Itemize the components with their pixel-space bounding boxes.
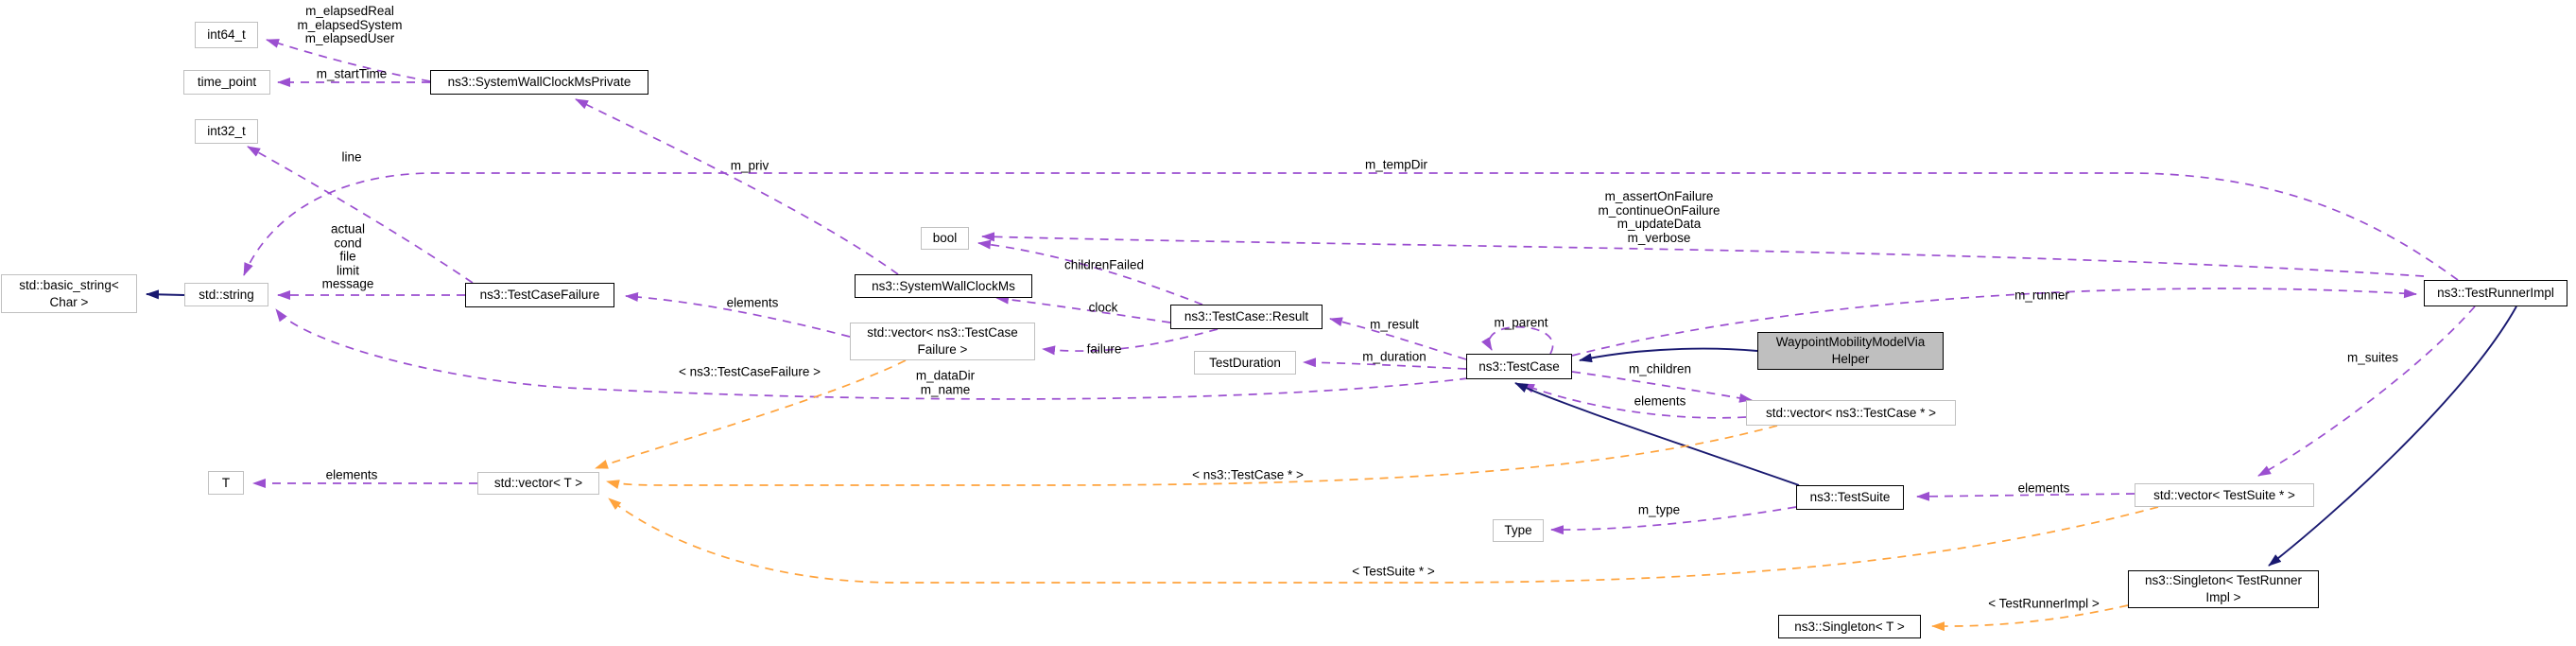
edge-label-m-runner: m_runner xyxy=(2014,288,2069,303)
edge-template-test-runner-impl xyxy=(1931,604,2129,632)
edge-label-elements-test-case-failure: elements xyxy=(726,295,779,310)
edge-template-test-case-failure xyxy=(595,359,907,469)
edge-children-failed xyxy=(977,239,1203,306)
edge-m-duration xyxy=(1303,358,1467,370)
node-test-case-failure[interactable]: ns3::TestCaseFailure xyxy=(465,283,614,307)
node-test-case[interactable]: ns3::TestCase xyxy=(1466,354,1572,379)
edge-label-m-data-dir-name: m_dataDir m_name xyxy=(915,368,976,396)
node-system-wall-clock-ms-private[interactable]: ns3::SystemWallClockMsPrivate xyxy=(430,70,648,95)
edge-label-m-parent: m_parent xyxy=(1494,315,1548,330)
edge-m-result xyxy=(1329,317,1467,360)
node-type: Type xyxy=(1493,519,1544,542)
edge-label-m-priv: m_priv xyxy=(730,158,769,173)
node-int32-t: int32_t xyxy=(195,119,258,144)
node-vector-t: std::vector< T > xyxy=(477,472,599,495)
node-vector-test-case-failure: std::vector< ns3::TestCase Failure > xyxy=(850,323,1035,360)
edge-elements-test-case-failure xyxy=(625,291,851,338)
node-test-runner-impl[interactable]: ns3::TestRunnerImpl xyxy=(2424,280,2567,306)
edge-label-m-elapsed: m_elapsedReal m_elapsedSystem m_elapsedU… xyxy=(297,4,403,46)
edge-m-priv xyxy=(575,98,899,275)
edge-label-template-test-case-ptr: < ns3::TestCase * > xyxy=(1192,467,1304,482)
edge-waypoint-inherits-test-case xyxy=(1579,347,1758,363)
edge-string-inherits-basic-string xyxy=(146,289,185,300)
edge-clock xyxy=(995,294,1171,323)
node-singleton-test-runner-impl[interactable]: ns3::Singleton< TestRunner Impl > xyxy=(2128,570,2319,608)
edge-line xyxy=(247,146,474,284)
edge-test-runner-impl-inherits-singleton xyxy=(2268,306,2517,567)
edge-label-failure-strings: actual cond file limit message xyxy=(321,221,374,291)
edge-m-temp-dir xyxy=(243,172,2459,281)
edge-label-m-result: m_result xyxy=(1370,317,1419,332)
edge-template-test-suite-ptr xyxy=(608,498,2159,584)
node-t: T xyxy=(208,471,244,495)
edge-label-template-test-case-failure: < ns3::TestCaseFailure > xyxy=(678,364,821,379)
edge-template-test-case-ptr xyxy=(606,425,1778,490)
edge-m-type xyxy=(1550,506,1797,535)
node-time-point: time_point xyxy=(183,70,270,95)
node-int64-t: int64_t xyxy=(195,22,258,48)
node-test-duration: TestDuration xyxy=(1194,351,1296,375)
node-test-case-result[interactable]: ns3::TestCase::Result xyxy=(1170,305,1323,329)
node-bool: bool xyxy=(921,227,969,250)
edge-m-data-dir-name xyxy=(275,308,1469,400)
edge-label-m-type: m_type xyxy=(1637,502,1681,517)
node-system-wall-clock-ms[interactable]: ns3::SystemWallClockMs xyxy=(855,274,1032,298)
edge-elements-test-suite xyxy=(1916,491,2135,501)
edge-label-failure: failure xyxy=(1086,341,1122,357)
edge-label-m-suites: m_suites xyxy=(2346,350,2399,365)
edge-label-m-children: m_children xyxy=(1628,361,1692,376)
edge-label-m-duration: m_duration xyxy=(1362,349,1426,364)
node-vector-test-suite-ptr: std::vector< TestSuite * > xyxy=(2135,483,2314,507)
edge-m-runner xyxy=(1571,288,2417,357)
edge-label-m-temp-dir: m_tempDir xyxy=(1364,157,1428,172)
edge-label-m-start-time: m_startTime xyxy=(316,66,388,81)
edge-label-template-test-runner-impl: < TestRunnerImpl > xyxy=(1988,596,2100,611)
edge-label-template-test-suite-ptr: < TestSuite * > xyxy=(1352,564,1435,579)
edge-label-line: line xyxy=(341,149,362,165)
node-std-basic-string: std::basic_string< Char > xyxy=(1,274,137,313)
node-waypoint-mobility-model-via-helper: WaypointMobilityModelVia Helper xyxy=(1757,332,1944,370)
edge-m-suites xyxy=(2257,306,2476,477)
node-std-string: std::string xyxy=(184,283,268,306)
edge-label-elements-test-suite: elements xyxy=(2017,480,2070,496)
edge-label-m-assert-flags: m_assertOnFailure m_continueOnFailure m_… xyxy=(1598,188,1720,245)
edge-m-elapsed xyxy=(266,39,431,82)
edge-label-clock: clock xyxy=(1088,300,1118,315)
edge-label-elements-t: elements xyxy=(325,467,378,482)
edge-failure xyxy=(1042,328,1219,356)
edge-test-suite-inherits-test-case xyxy=(1514,382,1800,486)
edge-elements-test-case xyxy=(1521,383,1747,419)
edge-label-elements-test-case: elements xyxy=(1634,393,1686,409)
edge-label-children-failed: childrenFailed xyxy=(1063,257,1145,272)
node-singleton-t[interactable]: ns3::Singleton< T > xyxy=(1778,615,1921,638)
edge-m-parent xyxy=(1481,325,1554,355)
node-test-suite[interactable]: ns3::TestSuite xyxy=(1796,485,1904,510)
node-vector-test-case-ptr: std::vector< ns3::TestCase * > xyxy=(1746,400,1956,426)
edge-m-children xyxy=(1571,371,1753,403)
